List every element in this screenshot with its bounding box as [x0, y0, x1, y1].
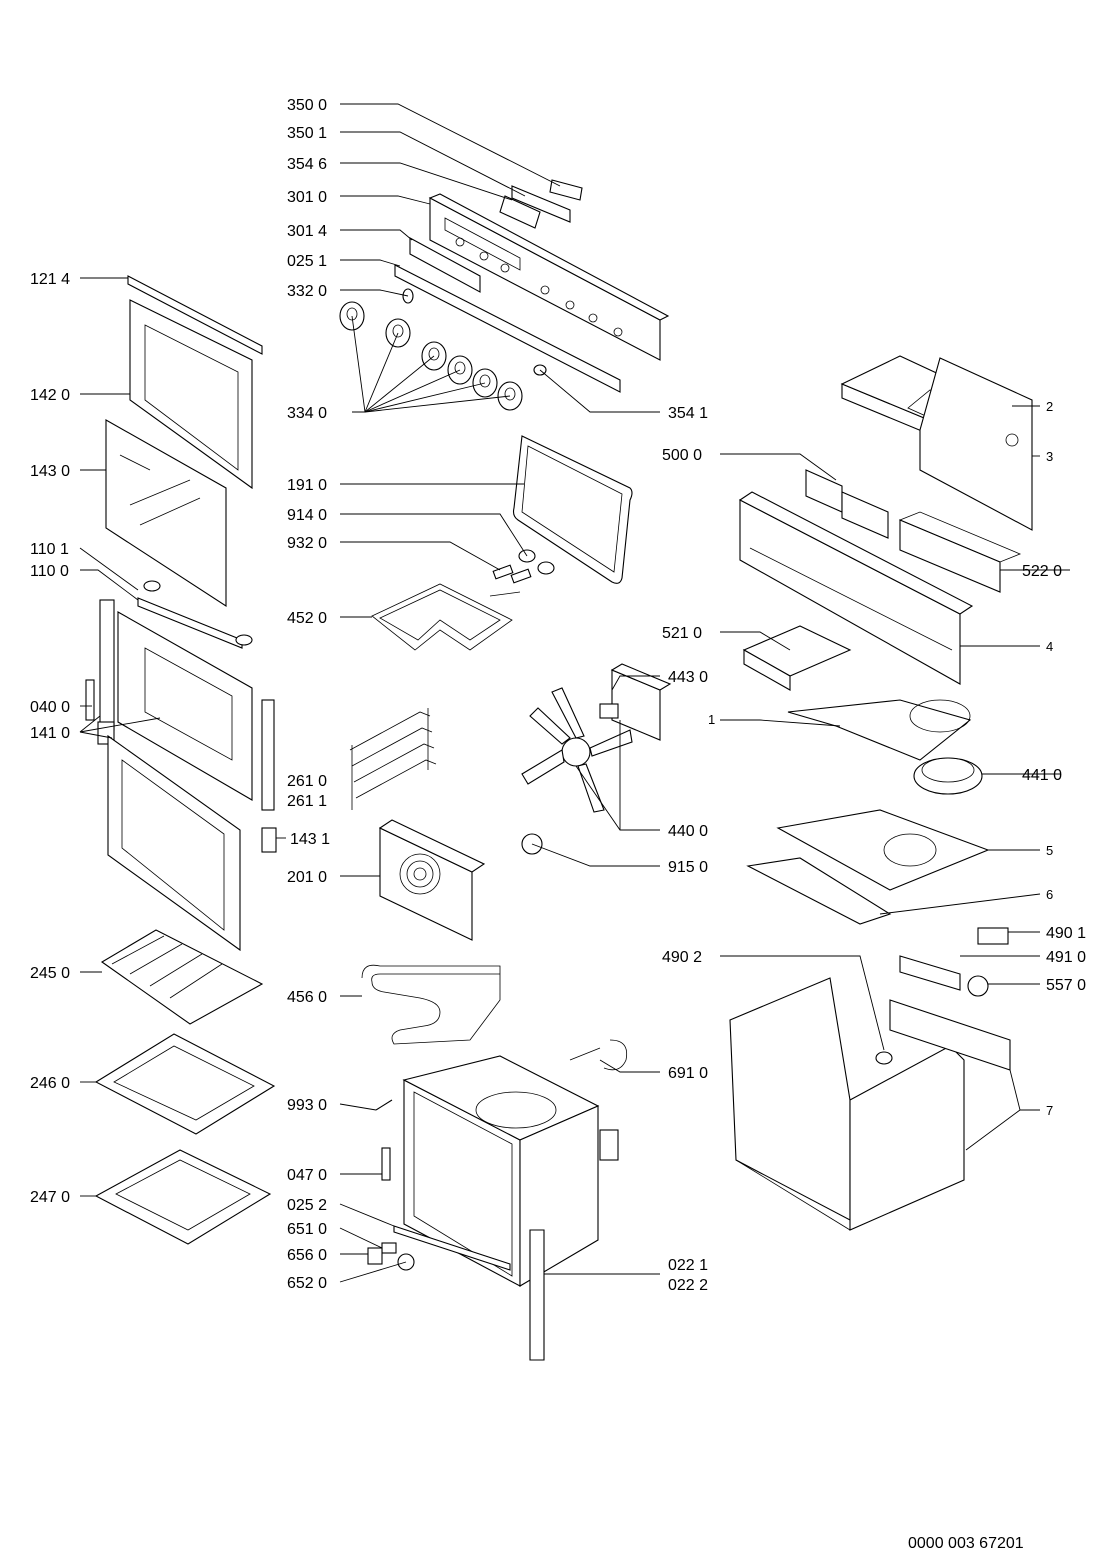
side-rail	[529, 1229, 545, 1361]
door-seal	[512, 435, 633, 584]
label-142-0: 142 0	[30, 387, 70, 404]
label-334-0: 334 0	[287, 405, 327, 422]
label-3: 3	[1046, 449, 1053, 464]
label-691-0: 691 0	[668, 1065, 708, 1082]
label-656-0: 656 0	[287, 1247, 327, 1264]
oven-cavity	[402, 1055, 619, 1287]
label-5: 5	[1046, 843, 1053, 858]
label-110-1: 110 1	[30, 541, 69, 558]
timer-module	[805, 469, 889, 539]
oven-rack	[100, 929, 264, 1025]
label-350-1: 350 1	[287, 125, 327, 142]
label-261-1: 261 1	[287, 793, 327, 810]
door-glass	[105, 419, 227, 608]
door-handle	[137, 580, 253, 649]
air-duct-cover	[787, 699, 972, 761]
fan-motor	[599, 663, 672, 741]
label-332-0: 332 0	[287, 283, 327, 300]
label-354-6: 354 6	[287, 156, 327, 173]
label-500-0: 500 0	[662, 447, 702, 464]
label-490-2: 490 2	[662, 949, 702, 966]
baking-tray	[94, 1033, 276, 1135]
door-inner-frame	[107, 734, 241, 952]
leader-lines	[79, 103, 1070, 1283]
label-025-1: 025 1	[287, 253, 327, 270]
label-245-0: 245 0	[30, 965, 70, 982]
rear-top-frame	[840, 355, 1033, 531]
lamp-holder	[569, 1039, 628, 1071]
deep-tray	[94, 1149, 272, 1245]
label-6: 6	[1046, 887, 1053, 902]
reference-number: 0000 003 67201	[908, 1535, 1024, 1552]
label-932-0: 932 0	[287, 535, 327, 552]
label-301-4: 301 4	[287, 223, 327, 240]
label-246-0: 246 0	[30, 1075, 70, 1092]
lamp-parts	[367, 1099, 511, 1271]
label-456-0: 456 0	[287, 989, 327, 1006]
label-121-4: 121 4	[30, 271, 70, 288]
door-frame	[129, 299, 253, 490]
label-191-0: 191 0	[287, 477, 327, 494]
label-022-1: 022 1	[668, 1257, 708, 1274]
label-993-0: 993 0	[287, 1097, 327, 1114]
label-025-2: 025 2	[287, 1197, 327, 1214]
label-040-0: 040 0	[30, 699, 70, 716]
label-1: 1	[708, 712, 715, 727]
control-bracket	[738, 491, 974, 685]
label-441-0: 441 0	[1022, 767, 1062, 784]
label-047-0: 047 0	[287, 1167, 327, 1184]
control-knobs	[339, 288, 523, 411]
part-labels: 350 0 350 1 354 6 301 0 301 4 025 1 332 …	[30, 97, 1086, 1552]
label-915-0: 915 0	[668, 859, 708, 876]
label-110-0: 110 0	[30, 563, 69, 580]
label-651-0: 651 0	[287, 1221, 327, 1238]
label-7: 7	[1046, 1103, 1053, 1118]
label-491-0: 491 0	[1046, 949, 1086, 966]
label-201-0: 201 0	[287, 869, 327, 886]
lower-heating-element	[361, 964, 501, 1045]
label-557-0: 557 0	[1046, 977, 1086, 994]
label-354-1: 354 1	[668, 405, 708, 422]
label-452-0: 452 0	[287, 610, 327, 627]
door-outer-panel	[85, 599, 277, 853]
grill-fasteners	[492, 549, 555, 584]
thermostat-part	[967, 975, 989, 997]
label-247-0: 247 0	[30, 1189, 70, 1206]
top-heating-element	[371, 583, 513, 651]
label-522-0: 522 0	[1022, 563, 1062, 580]
control-board	[742, 625, 852, 691]
tangential-fan	[913, 757, 983, 795]
label-490-1: 490 1	[1046, 925, 1086, 942]
label-652-0: 652 0	[287, 1275, 327, 1292]
label-440-0: 440 0	[668, 823, 708, 840]
label-521-0: 521 0	[662, 625, 702, 642]
door-top-profile	[127, 275, 263, 355]
label-301-0: 301 0	[287, 189, 327, 206]
shelf-runners	[349, 708, 437, 810]
label-4: 4	[1046, 639, 1053, 654]
fan-cover	[378, 819, 486, 941]
power-module	[898, 511, 1022, 593]
label-143-0: 143 0	[30, 463, 70, 480]
label-350-0: 350 0	[287, 97, 327, 114]
front-strip	[746, 857, 892, 925]
terminal-block	[899, 955, 961, 991]
switch-part	[977, 927, 1009, 945]
outer-casing	[729, 977, 1011, 1231]
label-141-0: 141 0	[30, 725, 70, 742]
label-2: 2	[1046, 399, 1053, 414]
label-914-0: 914 0	[287, 507, 327, 524]
label-443-0: 443 0	[668, 669, 708, 686]
label-261-0: 261 0	[287, 773, 327, 790]
label-022-2: 022 2	[668, 1277, 708, 1294]
label-143-1: 143 1	[290, 831, 330, 848]
